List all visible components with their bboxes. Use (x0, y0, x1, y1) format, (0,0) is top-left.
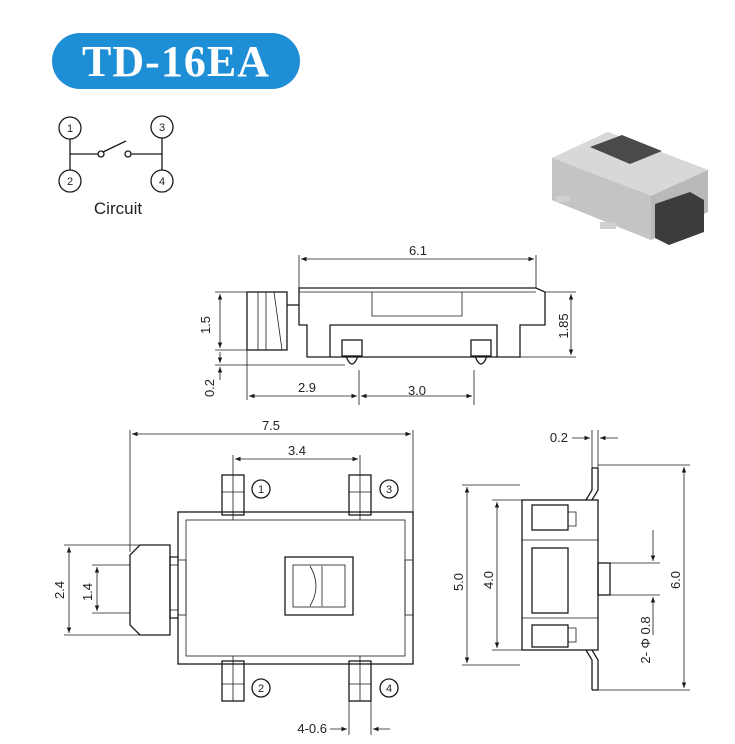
end-post (597, 562, 611, 596)
dim-side-height-left: 1.5 (198, 316, 213, 334)
product-title: TD-16EA (82, 36, 270, 86)
circuit-pin-4-label: 4 (159, 176, 165, 188)
dim-end-thickness: 0.2 (550, 430, 568, 445)
dim-side-offset: 0.2 (202, 379, 217, 397)
dim-end-post: 2- Φ 0.8 (638, 616, 653, 663)
dim-end-total: 6.0 (668, 571, 683, 589)
side-body (298, 287, 546, 358)
top-actuator (129, 544, 171, 636)
dim-top-pin-width: 4-0.6 (297, 721, 327, 736)
dim-end-body: 5.0 (451, 573, 466, 591)
circuit-pin-3-label: 3 (159, 122, 165, 134)
top-body (177, 511, 414, 665)
side-actuator (246, 291, 288, 351)
circuit-pin-2-label: 2 (67, 176, 73, 188)
circuit-pin-1-label: 1 (67, 123, 73, 135)
dim-side-pitch-b: 3.0 (408, 383, 426, 398)
top-pin-2 (221, 656, 245, 702)
switch-lever (102, 140, 127, 153)
end-view: 0.2 5.0 4.0 6.0 (451, 430, 690, 691)
product-photo (552, 132, 708, 245)
top-pin-4 (348, 656, 372, 702)
top-pin-3 (348, 474, 372, 520)
dim-top-actuator-inner: 1.4 (80, 583, 95, 601)
circuit-diagram: 1 2 3 4 Circuit (58, 115, 174, 218)
top-slider-window (284, 556, 354, 616)
dim-side-pitch-a: 2.9 (298, 380, 316, 395)
dim-top-total: 7.5 (262, 418, 280, 433)
side-view: 6.1 1.5 1.85 0.2 (198, 243, 576, 405)
dim-side-height-right: 1.85 (556, 313, 571, 338)
top-pin-3-label: 3 (386, 484, 392, 496)
end-body (521, 499, 599, 651)
top-pin-2-label: 2 (258, 683, 264, 695)
top-pin-1-label: 1 (258, 484, 264, 496)
circuit-label: Circuit (94, 199, 142, 218)
top-pin-1 (221, 474, 245, 520)
top-view: 7.5 3.4 (52, 418, 414, 736)
dim-side-length: 6.1 (409, 243, 427, 258)
title-badge: TD-16EA (52, 33, 300, 89)
dim-top-actuator-outer: 2.4 (52, 581, 67, 599)
dim-top-pin-spacing: 3.4 (288, 443, 306, 458)
top-pin-4-label: 4 (386, 683, 392, 695)
dim-end-inner: 4.0 (481, 571, 496, 589)
